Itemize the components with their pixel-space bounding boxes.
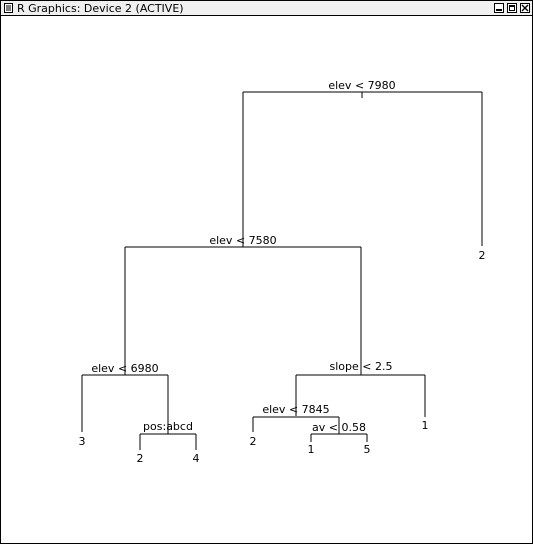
split-label-n2: elev < 7580 [209, 234, 276, 247]
split-label-n4: elev < 6980 [91, 362, 158, 375]
split-label-n10: elev < 7845 [262, 403, 329, 416]
leaf-label: 2 [479, 249, 486, 262]
leaf-label: 1 [422, 419, 429, 432]
leaf-label: 5 [364, 443, 371, 456]
leaf-label: 2 [250, 435, 257, 448]
tree-plot: elev < 7980 elev < 7580 elev < 6980 pos:… [79, 79, 486, 465]
leaf-label: 3 [79, 435, 86, 448]
leaf-label: 2 [137, 452, 144, 465]
leaf-label: 1 [308, 443, 315, 456]
split-label-root: elev < 7980 [328, 79, 395, 92]
split-label-n5: slope < 2.5 [330, 360, 393, 373]
tree-edges [81, 91, 483, 450]
close-icon[interactable] [520, 3, 530, 13]
window-titlebar[interactable]: R Graphics: Device 2 (ACTIVE) [1, 1, 532, 16]
leaf-labels: 2 3 2 4 2 1 5 1 [79, 249, 486, 465]
split-label-n9: pos:abcd [143, 420, 193, 433]
maximize-icon[interactable] [507, 3, 517, 13]
plot-canvas: elev < 7980 elev < 7580 elev < 6980 pos:… [1, 16, 532, 543]
minimize-icon[interactable] [494, 3, 504, 13]
split-labels: elev < 7980 elev < 7580 elev < 6980 pos:… [91, 79, 395, 434]
leaf-label: 4 [193, 452, 200, 465]
window-menu-icon[interactable] [4, 3, 13, 13]
split-label-n21: av < 0.58 [312, 421, 366, 434]
window-title: R Graphics: Device 2 (ACTIVE) [17, 2, 184, 15]
